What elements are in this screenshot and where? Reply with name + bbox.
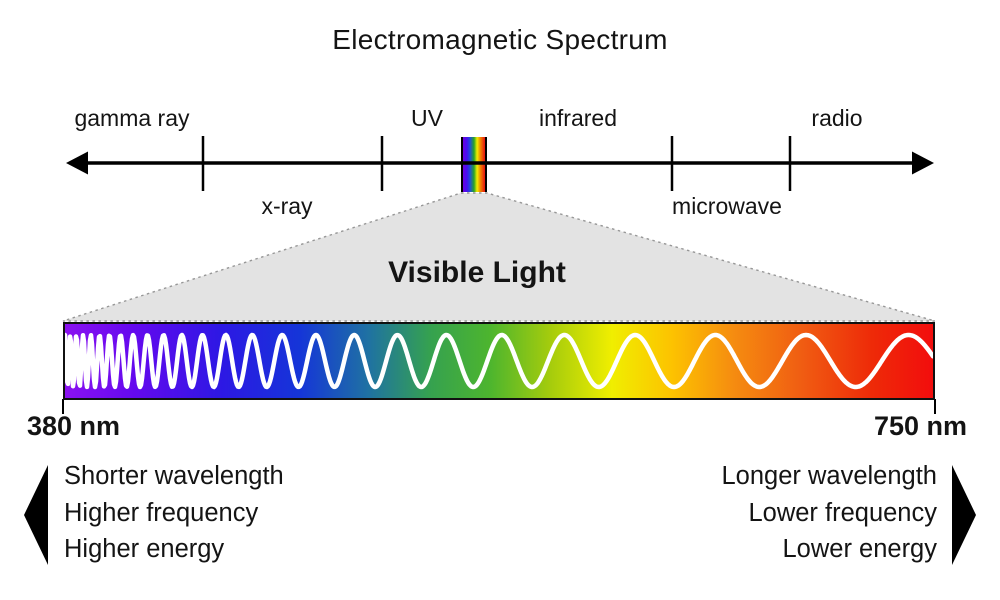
lower-frequency-label: Lower frequency: [748, 498, 937, 527]
right-descriptors: Longer wavelength Lower frequency Lower …: [722, 458, 938, 568]
min-wavelength-label: 380 nm: [27, 411, 121, 441]
page-title: Electromagnetic Spectrum: [332, 24, 668, 55]
right-direction-arrow-icon: [952, 465, 976, 565]
light-wave-path: [65, 332, 933, 390]
axis-arrow-right-icon: [912, 151, 934, 175]
higher-energy-label: Higher energy: [64, 535, 225, 563]
light-wave: [65, 332, 933, 390]
axis-arrow-left-icon: [66, 151, 88, 175]
lower-energy-label: Lower energy: [782, 535, 937, 563]
longer-wavelength-label: Longer wavelength: [721, 462, 938, 490]
band-label-infrared: infrared: [539, 105, 617, 131]
band-label-uv: UV: [411, 105, 443, 131]
left-descriptors: Shorter wavelength Higher frequency High…: [64, 458, 284, 568]
left-direction-arrow-icon: [24, 465, 48, 565]
zoom-trapezoid: [62, 192, 936, 322]
band-label-gamma-ray: gamma ray: [74, 105, 190, 131]
max-wavelength-label: 750 nm: [873, 411, 967, 441]
band-label-xray: x-ray: [261, 193, 313, 219]
spectrum-bar: [63, 322, 935, 400]
band-label-microwave: microwave: [672, 193, 782, 219]
visible-light-label: Visible Light: [388, 256, 566, 289]
band-label-radio: radio: [811, 105, 863, 131]
higher-frequency-label: Higher frequency: [64, 498, 259, 527]
shorter-wavelength-label: Shorter wavelength: [64, 462, 284, 490]
